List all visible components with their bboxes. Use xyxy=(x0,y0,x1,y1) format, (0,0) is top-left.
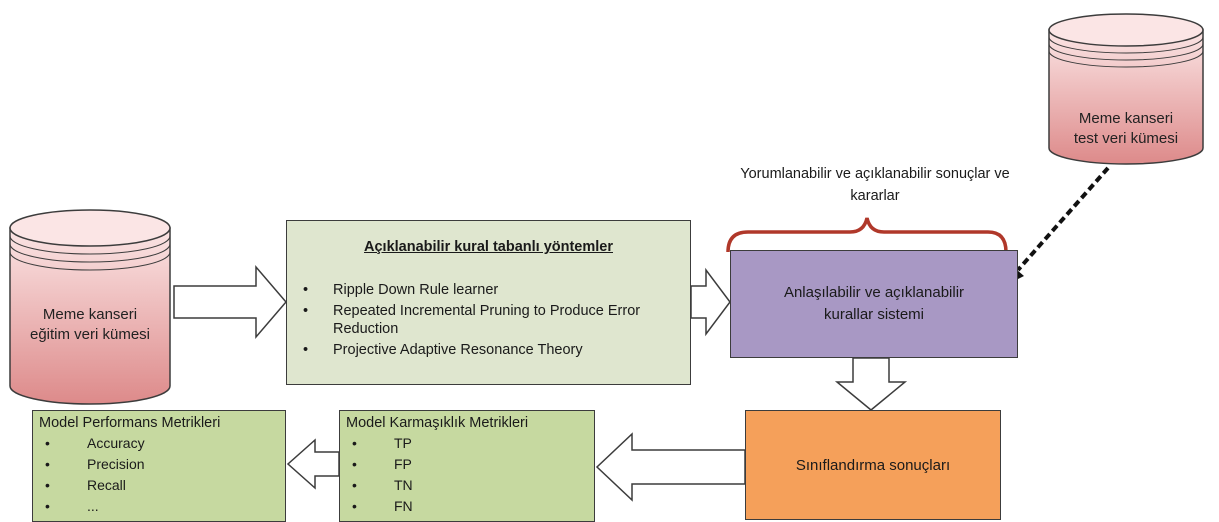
arrow-results-to-complexity xyxy=(595,432,746,502)
performance-list: Accuracy Precision Recall ... xyxy=(39,433,279,517)
method-item: Repeated Incremental Pruning to Produce … xyxy=(287,302,690,338)
rules-system-box: Anlaşılabilir ve açıklanabilir kurallar … xyxy=(730,250,1018,358)
method-item: Projective Adaptive Resonance Theory xyxy=(287,341,690,359)
test-db-cylinder xyxy=(1048,13,1204,165)
complexity-list: TP FP TN FN xyxy=(346,433,588,517)
arrow-training-to-methods xyxy=(173,264,287,340)
metric-item: TP xyxy=(346,433,588,454)
method-item: Ripple Down Rule learner xyxy=(287,281,690,299)
curly-brace xyxy=(726,217,1008,253)
classification-results-box: Sınıflandırma sonuçları xyxy=(745,410,1001,520)
test-db-label: Meme kanseri test veri kümesi xyxy=(1073,110,1179,147)
training-db-label: Meme kanseri eğitim veri kümesi xyxy=(29,306,151,343)
metric-item: FP xyxy=(346,454,588,475)
performance-title: Model Performans Metrikleri xyxy=(39,415,221,431)
dashed-arrow-test-to-rules xyxy=(1016,166,1110,272)
metric-item: FN xyxy=(346,496,588,517)
metric-item: Accuracy xyxy=(39,433,279,454)
methods-list: Ripple Down Rule learner Repeated Increm… xyxy=(287,281,690,359)
complexity-metrics-box: Model Karmaşıklık Metrikleri TP FP TN FN xyxy=(339,410,595,522)
metric-item: TN xyxy=(346,475,588,496)
metric-item: ... xyxy=(39,496,279,517)
methods-title: Açıklanabilir kural tabanlı yöntemler xyxy=(364,239,613,255)
arrow-complexity-to-performance xyxy=(286,438,340,490)
brace-label: Yorumlanabilir ve açıklanabilir sonuçlar… xyxy=(740,166,1010,204)
methods-box: Açıklanabilir kural tabanlı yöntemler Ri… xyxy=(286,220,691,385)
metric-item: Recall xyxy=(39,475,279,496)
complexity-title: Model Karmaşıklık Metrikleri xyxy=(346,415,529,431)
arrow-rules-to-results xyxy=(834,357,908,411)
training-db-cylinder xyxy=(9,209,171,405)
metric-item: Precision xyxy=(39,454,279,475)
performance-metrics-box: Model Performans Metrikleri Accuracy Pre… xyxy=(32,410,286,522)
arrow-methods-to-rules xyxy=(690,267,731,337)
